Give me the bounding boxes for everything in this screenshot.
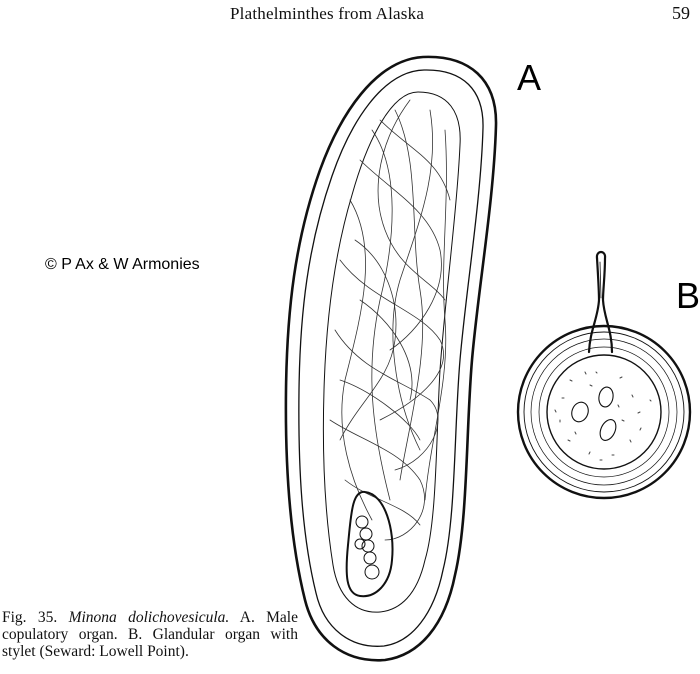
running-head: Plathelminthes from Alaska bbox=[230, 4, 425, 23]
caption-text: A. Male copulatory organ. B. Glandular o… bbox=[2, 609, 298, 660]
caption-species: Minona dolichovesicula. bbox=[68, 609, 230, 626]
copyright-notice: © P Ax & W Armonies bbox=[45, 256, 200, 273]
panel-label-a: A bbox=[517, 57, 542, 98]
male-copulatory-organ-drawing bbox=[284, 55, 498, 662]
page-number: 59 bbox=[672, 3, 690, 23]
panel-label-b: B bbox=[676, 275, 700, 316]
glandular-organ-drawing bbox=[516, 250, 692, 500]
figure-caption: Fig. 35. Minona dolichovesicula. A. Male… bbox=[2, 609, 298, 660]
caption-prefix: Fig. 35. bbox=[2, 609, 58, 626]
